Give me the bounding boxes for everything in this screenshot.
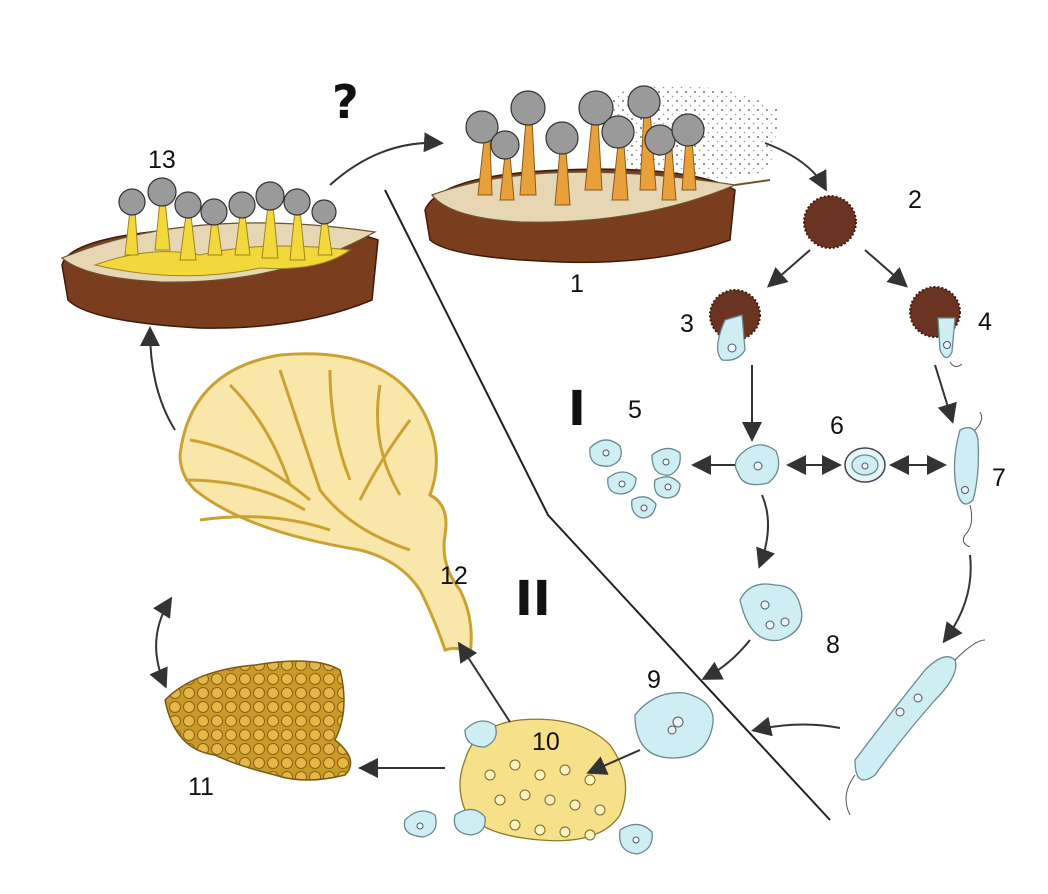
stage-3-germinating-spore-amoeba (709, 289, 761, 361)
label-13: 13 (148, 146, 176, 174)
myxamoeba (734, 444, 780, 486)
label-9: 9 (647, 666, 661, 694)
stage-11-sclerotium (164, 660, 352, 781)
label-6: 6 (830, 412, 844, 440)
stage-8-fusing-amoebae (739, 583, 803, 642)
unknown-stage-question-mark: ? (332, 75, 359, 129)
stage-2-spore (803, 195, 857, 249)
label-5: 5 (628, 396, 642, 424)
label-7: 7 (992, 464, 1006, 492)
label-10: 10 (532, 728, 560, 756)
label-4: 4 (978, 308, 992, 336)
label-8: 8 (826, 631, 840, 659)
stage-1-sporangia-on-leaf (424, 85, 780, 264)
label-11: 11 (188, 773, 214, 801)
label-12: 12 (440, 562, 468, 590)
label-3: 3 (680, 310, 694, 338)
stage-7-swarm-cell (953, 411, 983, 548)
stage-6-microcyst (844, 447, 886, 483)
label-2: 2 (908, 186, 922, 214)
label-1: 1 (570, 270, 584, 298)
stage-13-sporulating-plasmodium (60, 177, 379, 329)
stage-5-dividing-amoebae (589, 439, 681, 519)
fused-swarm-cells (845, 639, 986, 816)
stage-12-mature-plasmodium (178, 352, 473, 659)
stage-10-young-plasmodium (403, 718, 653, 855)
phase-divider-line (384, 189, 831, 821)
stage-9-zygote (634, 692, 714, 759)
phase-ii-label: II (515, 571, 551, 627)
stage-4-germinating-spore-flagellate (909, 286, 963, 368)
phase-i-label: I (568, 381, 586, 437)
cycle-arrows (140, 132, 972, 778)
